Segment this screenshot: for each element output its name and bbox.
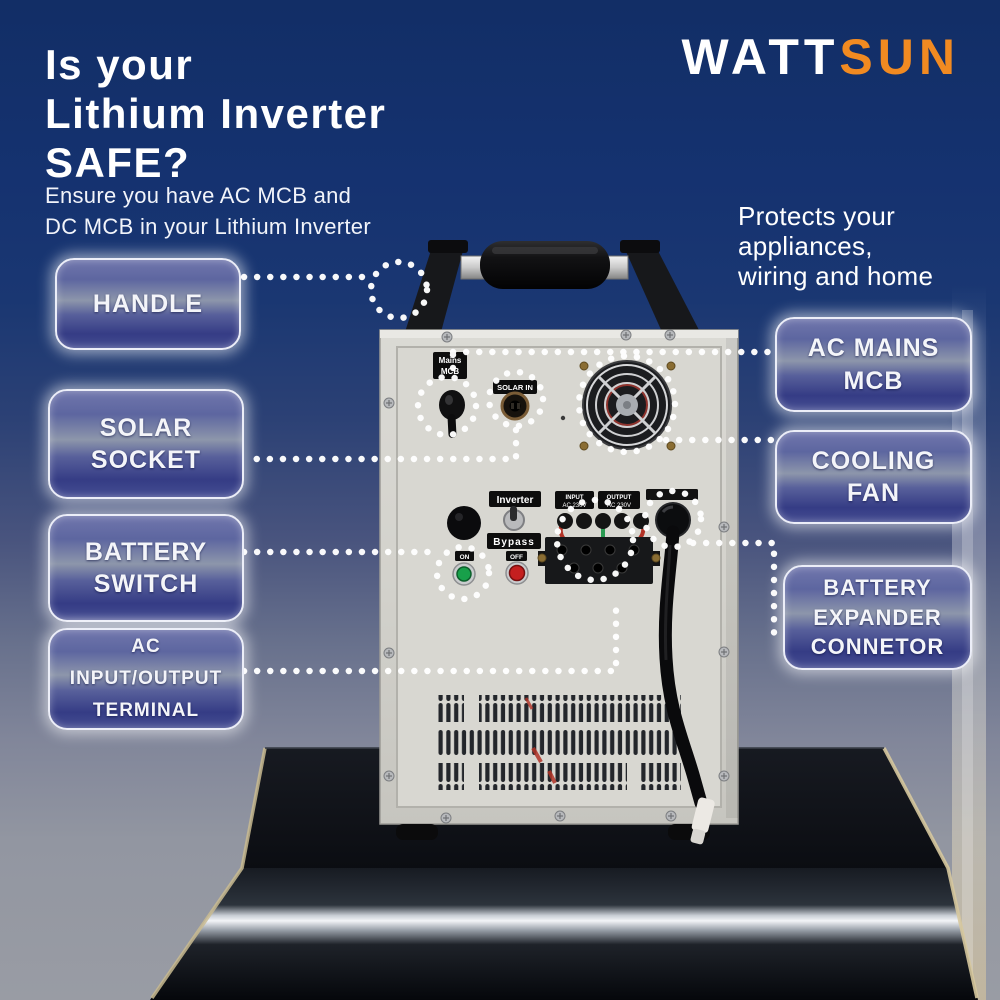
connector-mains-circle (414, 373, 480, 439)
callout-battery-switch-label: BATTERY SWITCH (84, 537, 208, 599)
protection-note: Protects your appliances, wiring and hom… (738, 201, 933, 291)
title-line-1: Is your (45, 41, 194, 88)
input-label-line1: INPUT (566, 495, 584, 501)
vent-grille (437, 694, 681, 791)
solar-label: SOLAR IN (497, 383, 533, 392)
note-line-3: wiring and home (738, 261, 934, 292)
callout-handle: HANDLE (55, 258, 241, 350)
callout-ac-input-output-terminal: AC INPUT/OUTPUT TERMINAL (48, 628, 244, 730)
title-line-2: Lithium Inverter (45, 90, 387, 138)
callout-cooling-fan-label: COOLING FAN (811, 446, 936, 508)
connector-solar-circle (485, 368, 547, 430)
connector-expander (689, 539, 778, 641)
callout-battery-switch: BATTERY SWITCH (48, 514, 244, 622)
output-label-line1: OUTPUT (607, 495, 632, 501)
input-label-line2: AC 230V (562, 503, 586, 509)
callout-connectors (240, 258, 778, 675)
connector-expander-circle (641, 487, 705, 551)
connector-terminal-circle (553, 496, 637, 584)
battery-cable (658, 525, 715, 845)
brand-logo-watt: WATT (681, 29, 840, 85)
connector-handle-circle (367, 258, 431, 322)
mains-mcb-switch: Mains MCB (433, 352, 467, 438)
callout-solar-socket-label: SOLAR SOCKET (90, 413, 202, 475)
callout-handle-label: HANDLE (92, 289, 204, 318)
inverter-label: Inverter (497, 495, 534, 506)
solar-socket: SOLAR IN (493, 380, 537, 421)
subtitle-line-2: DC MCB in your Lithium Inverter (45, 214, 371, 240)
connector-acio (240, 596, 620, 675)
callout-battery-expander-connector: BATTERY EXPANDER CONNETOR (783, 565, 972, 670)
connector-battery-circle (433, 543, 493, 603)
bypass-label: Bypass (493, 537, 535, 548)
note-line-2: appliances, (738, 231, 873, 262)
callout-cooling-fan: COOLING FAN (775, 430, 972, 524)
connector-fan-circle (575, 352, 679, 456)
on-button: ON (452, 551, 476, 586)
callout-ac-input-output-terminal-label: AC INPUT/OUTPUT TERMINAL (69, 635, 223, 722)
callout-ac-mains-mcb-label: AC MAINS MCB (807, 334, 940, 395)
note-line-1: Protects your (738, 201, 896, 231)
handle (405, 240, 700, 332)
callout-solar-socket: SOLAR SOCKET (48, 389, 244, 499)
on-label: ON (460, 554, 470, 561)
page-subtitle: Ensure you have AC MCB and DC MCB in you… (45, 180, 371, 242)
round-knob (447, 506, 481, 540)
mains-label-line1: Mains (439, 356, 462, 365)
callout-ac-mains-mcb: AC MAINS MCB (775, 317, 972, 412)
subtitle-line-1: Ensure you have AC MCB and (45, 183, 352, 208)
panel-screws (383, 329, 730, 824)
cooling-fan (579, 360, 676, 451)
mains-label-line2: MCB (441, 367, 459, 376)
off-label: OFF (510, 554, 523, 561)
title-line-3: SAFE? (45, 139, 191, 187)
callout-battery-expander-connector-label: BATTERY EXPANDER CONNETOR (810, 574, 945, 660)
brand-logo: WATTSUN (682, 28, 961, 86)
inverter-photo: Mains MCB SOLAR IN (379, 240, 739, 845)
off-button: OFF (505, 551, 529, 585)
connector-solar (240, 426, 520, 463)
inverter-bypass-switch: Inverter Bypass (487, 491, 541, 549)
page-title: Is your Lithium Inverter SAFE? (45, 40, 386, 187)
brand-logo-sun: SUN (839, 29, 960, 85)
